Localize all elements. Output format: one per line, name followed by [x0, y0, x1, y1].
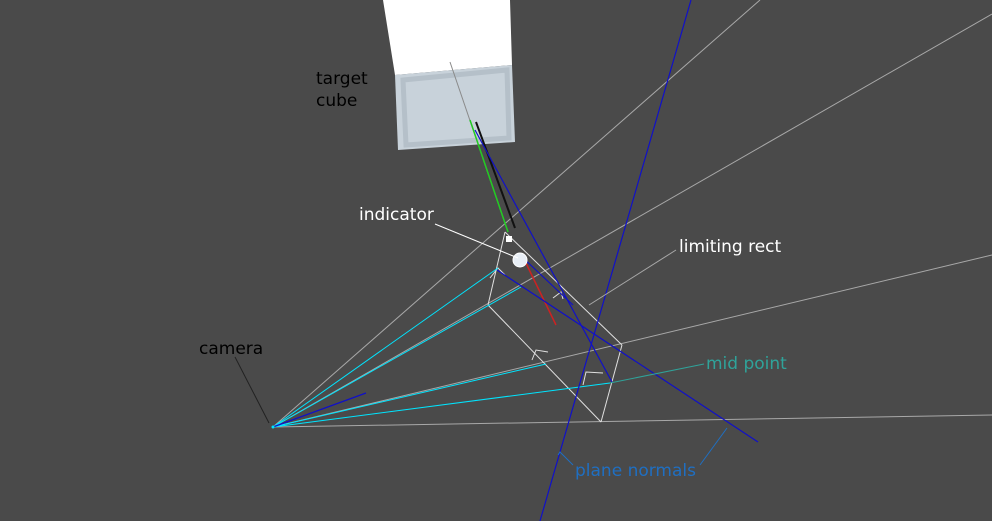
cube-face-bevel	[400, 67, 512, 148]
target-cube[interactable]	[383, 0, 515, 150]
target-cube-label-line1: target	[316, 69, 368, 89]
axis-black-line	[475, 121, 516, 229]
rect-corner-mark-3	[531, 349, 549, 361]
mid-point-leader-line	[609, 363, 705, 384]
indicator-sphere[interactable]	[506, 236, 528, 268]
rect-corner-mark-2	[552, 291, 564, 300]
indicator-leader-line	[434, 223, 519, 259]
camera-leader-line	[234, 356, 270, 424]
target-cube-label-line2: cube	[316, 91, 358, 111]
limiting-rect-label: limiting rect	[679, 237, 782, 257]
label-leader-lines	[234, 223, 728, 466]
camera-ray-2	[272, 286, 522, 428]
rect-edge-bottom-left	[487, 304, 602, 423]
indicator-ball	[512, 252, 528, 268]
camera-ray-1	[272, 267, 499, 428]
camera-rays	[272, 267, 611, 428]
mid-point-label: mid point	[706, 354, 787, 374]
frustum-edge-upper	[272, 13, 992, 428]
cube-front-face	[395, 65, 515, 150]
indicator-tip	[506, 236, 512, 242]
axis-green-line	[469, 119, 509, 233]
axis-red-line	[521, 254, 557, 326]
indicator-label: indicator	[359, 205, 434, 225]
camera-point[interactable]	[271, 425, 275, 429]
frustum-edge-middle	[272, 254, 992, 428]
plane-normal-cube	[474, 129, 613, 383]
plane-normal-long	[539, 0, 692, 521]
limiting-rect-leader-line	[588, 249, 677, 306]
frustum-edge-bottom	[272, 414, 992, 428]
plane-normals-leader-left	[557, 451, 574, 466]
plane-normals-leader-right	[699, 427, 728, 466]
camera-ray-3	[272, 363, 547, 428]
camera-ray-4	[272, 382, 611, 428]
rect-edge-top-right	[504, 231, 623, 346]
camera-label: camera	[199, 339, 264, 359]
frustum-edge-lines	[272, 0, 992, 428]
plane-normals	[272, 0, 759, 521]
plane-normal-right	[496, 269, 759, 443]
target-cube-label: target cube	[316, 68, 368, 112]
plane-normal-camera	[272, 392, 367, 428]
rect-edge-right	[600, 344, 623, 423]
plane-normal-indicator	[519, 254, 574, 306]
indicator-axes	[449, 61, 557, 326]
cube-top-face	[383, 0, 512, 75]
plane-normals-label: plane normals	[575, 461, 696, 481]
frustum-edge-top	[272, 0, 761, 428]
rect-corner-mark-4	[582, 371, 604, 386]
